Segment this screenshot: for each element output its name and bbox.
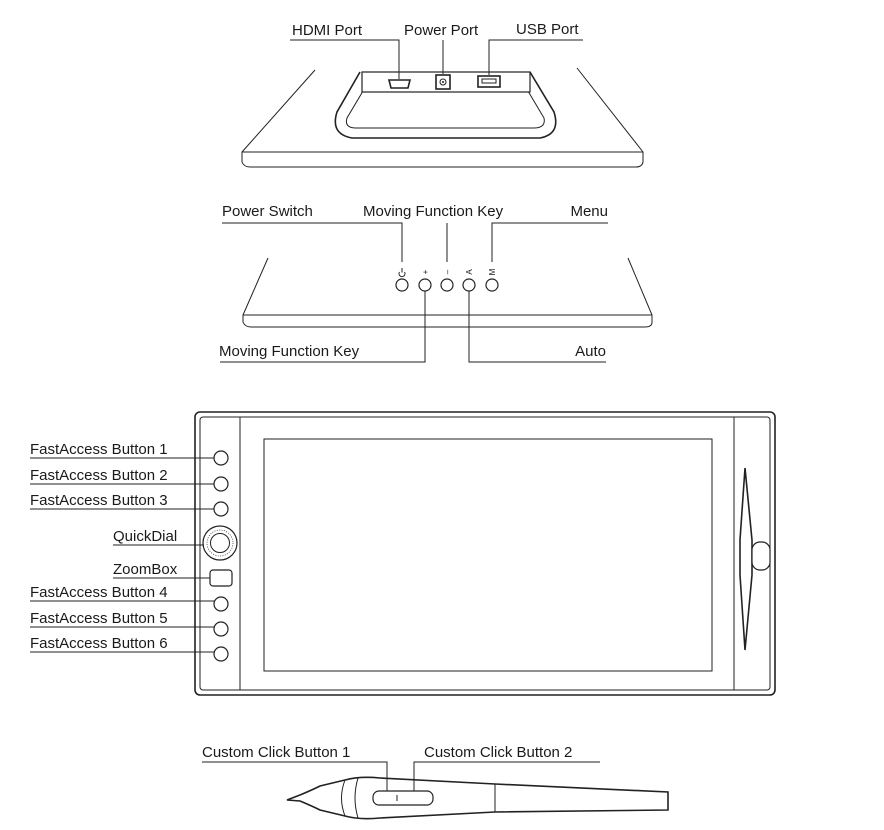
ports-view: HDMI Port Power Port USB Port — [241, 21, 644, 168]
fastaccess-1-label: FastAccess Button 1 — [30, 441, 168, 458]
menu-key-button — [485, 278, 499, 292]
fastaccess-button-6 — [213, 646, 229, 662]
usb-port-icon — [477, 75, 501, 88]
fastaccess-button-4 — [213, 596, 229, 612]
custom-click-2-label: Custom Click Button 2 — [424, 744, 572, 761]
menu-symbol: M — [488, 268, 497, 275]
fastaccess-button-2 — [213, 476, 229, 492]
zoombox-button — [209, 569, 233, 587]
side-keys-view: + – A M Power Switch Moving Function Key… — [219, 203, 653, 363]
fastaccess-6-label: FastAccess Button 6 — [30, 635, 168, 652]
fastaccess-5-label: FastAccess Button 5 — [30, 610, 168, 627]
pen-in-holder-icon — [739, 467, 771, 651]
power-port-label: Power Port — [404, 22, 479, 39]
fastaccess-button-1 — [213, 450, 229, 466]
zoombox-label: ZoomBox — [113, 561, 178, 578]
plus-key-button — [418, 278, 432, 292]
screen-area — [263, 438, 713, 672]
plus-symbol: + — [421, 269, 430, 274]
custom-click-buttons — [372, 790, 434, 806]
custom-click-1-label: Custom Click Button 1 — [202, 744, 350, 761]
fastaccess-3-label: FastAccess Button 3 — [30, 492, 168, 509]
quickdial-dial — [202, 525, 238, 561]
pen-view: Custom Click Button 1 Custom Click Butto… — [202, 744, 669, 820]
front-view: FastAccess Button 1 FastAccess Button 2 … — [30, 411, 776, 696]
auto-label: Auto — [575, 343, 606, 360]
hdmi-port-icon — [387, 79, 412, 89]
fastaccess-button-5 — [213, 621, 229, 637]
power-icon — [398, 268, 406, 278]
fastaccess-4-label: FastAccess Button 4 — [30, 584, 168, 601]
power-port-icon — [435, 74, 451, 90]
moving-function-key-top-label: Moving Function Key — [363, 203, 504, 220]
minus-symbol: – — [443, 269, 452, 274]
usb-port-label: USB Port — [516, 21, 579, 38]
power-switch-button — [395, 278, 409, 292]
auto-symbol: A — [465, 269, 474, 275]
hdmi-port-label: HDMI Port — [292, 22, 363, 39]
moving-function-key-bottom-label: Moving Function Key — [219, 343, 360, 360]
auto-key-button — [462, 278, 476, 292]
fastaccess-2-label: FastAccess Button 2 — [30, 467, 168, 484]
minus-key-button — [440, 278, 454, 292]
fastaccess-button-3 — [213, 501, 229, 517]
menu-label: Menu — [570, 203, 608, 220]
quickdial-label: QuickDial — [113, 528, 177, 545]
power-switch-label: Power Switch — [222, 203, 313, 220]
